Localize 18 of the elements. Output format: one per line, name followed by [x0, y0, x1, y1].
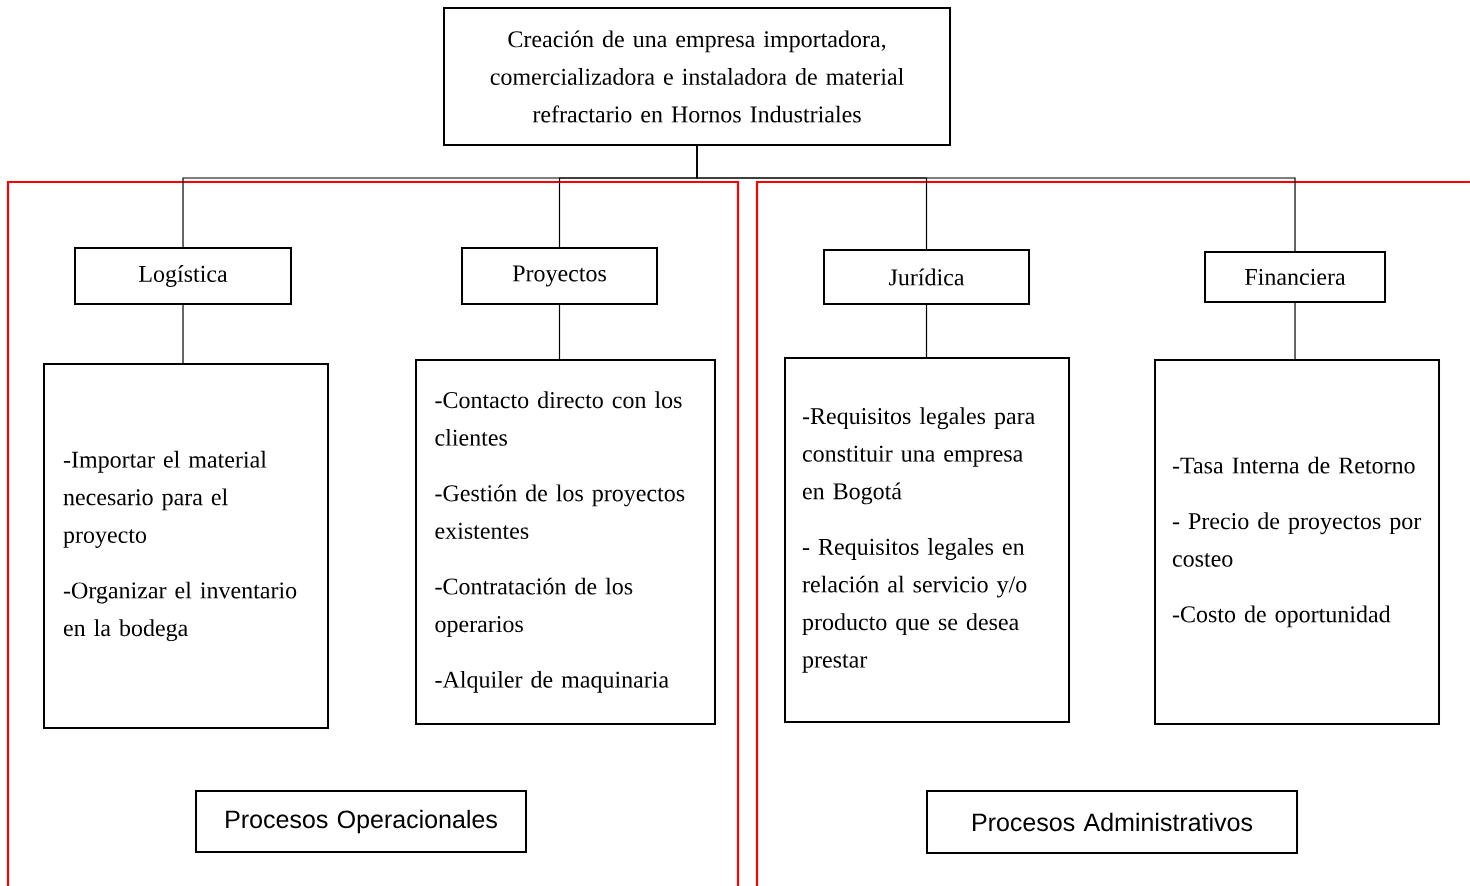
- task-list-box: -Tasa Interna de Retorno - Precio de proyectos por costeo -Costo de oportunidad: [1154, 359, 1440, 725]
- title-box: Creación de una empresa importadora, comercializadora e instaladora de material refractario en Hornos Industriales: [443, 7, 951, 146]
- task-list-box: -Contacto directo con los clientes -Gestión de los proyectos existentes -Contratación de los operarios -Alquiler de maquinaria: [415, 359, 716, 725]
- connector-line: [558, 304, 561, 360]
- group-frame: [755, 180, 1470, 886]
- task-list-box: -Requisitos legales para constituir una empresa en Bogotá - Requisitos legales en relación al servicio y/o producto que se desea prestar: [784, 357, 1070, 723]
- connector-line: [1294, 302, 1296, 360]
- connector-line: [182, 304, 184, 364]
- department-box: Logística: [74, 247, 292, 305]
- connector-line: [696, 145, 1296, 252]
- department-box: Jurídica: [823, 249, 1030, 305]
- connector-line: [925, 304, 928, 358]
- department-box: Proyectos: [461, 247, 658, 305]
- group-frame: [6, 180, 740, 886]
- task-list-box: -Importar el material necesario para el proyecto -Organizar el inventario en la bodega: [43, 363, 329, 729]
- group-label-box: Procesos Operacionales: [195, 790, 527, 853]
- department-box: Financiera: [1204, 251, 1386, 303]
- group-label-box: Procesos Administrativos: [926, 790, 1298, 854]
